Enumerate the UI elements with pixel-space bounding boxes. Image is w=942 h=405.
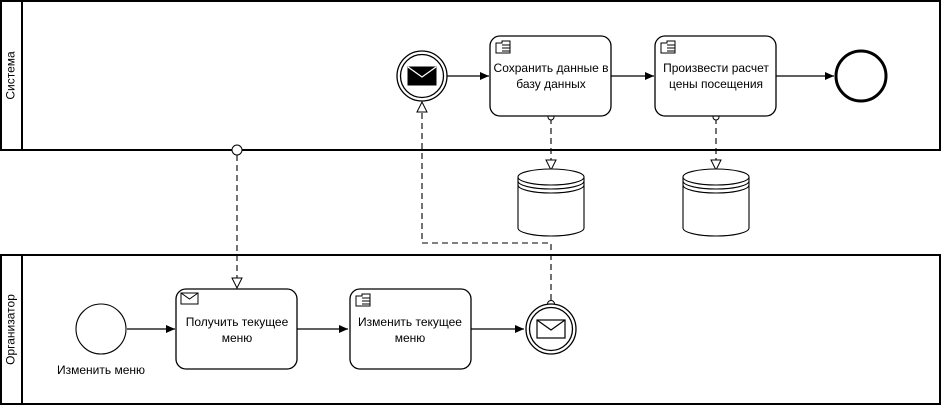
task-save-data-line1: Сохранить данные в [494, 61, 609, 75]
start-event-label: Изменить меню [57, 363, 145, 377]
task-save-data[interactable]: Сохранить данные в базу данных [489, 35, 612, 117]
pool-organizer-label: Организатор [4, 294, 18, 365]
task-get-menu-line2: меню [222, 331, 253, 345]
envelope-white-icon [536, 319, 566, 339]
end-event[interactable] [834, 49, 888, 103]
task-calc-price-line1: Произвести расчет [663, 61, 769, 75]
task-change-menu[interactable]: Изменить текущее меню [349, 288, 472, 370]
hand-icon [660, 40, 676, 54]
hand-icon [355, 293, 371, 307]
data-store-calc[interactable] [682, 168, 750, 237]
task-save-data-line2: базу данных [516, 77, 585, 91]
task-change-menu-line2: меню [395, 331, 426, 345]
envelope-outline-icon [180, 292, 199, 305]
envelope-black-icon [407, 66, 437, 86]
sequence-flows [127, 72, 834, 333]
hand-icon [495, 40, 511, 54]
data-store-save[interactable] [517, 168, 585, 237]
message-flow-throw-to-catch [422, 102, 552, 300]
task-calc-price[interactable]: Произвести расчет цены посещения [654, 35, 777, 117]
task-change-menu-line1: Изменить текущее [358, 315, 462, 329]
message-throw-event[interactable] [525, 303, 577, 355]
message-flow-origin-system [231, 144, 243, 156]
pool-system-label: Система [4, 51, 18, 100]
message-flows [237, 102, 716, 300]
task-get-menu[interactable]: Получить текущее меню [175, 288, 298, 370]
task-calc-price-line2: цены посещения [669, 77, 763, 91]
start-event[interactable] [75, 303, 127, 355]
task-get-menu-line1: Получить текущее [186, 315, 289, 329]
message-catch-event[interactable] [396, 50, 448, 102]
